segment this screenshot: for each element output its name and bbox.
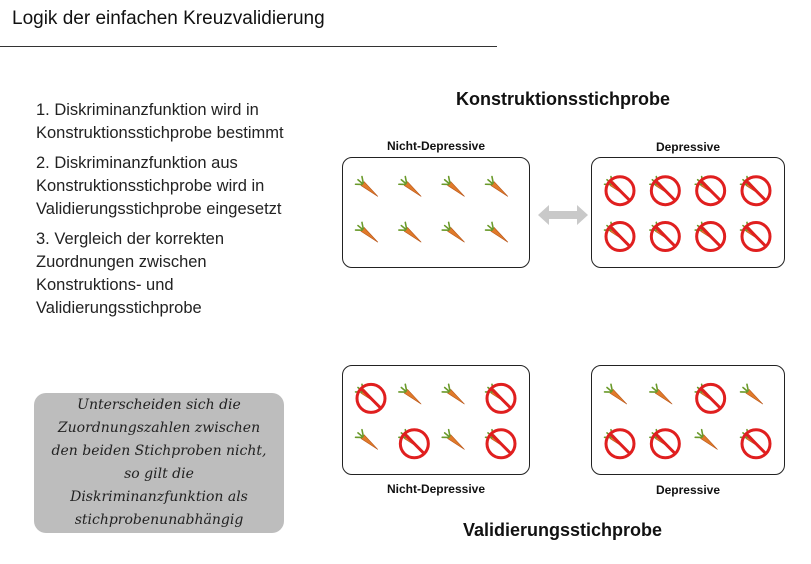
validation-right-label: Depressive bbox=[655, 483, 721, 497]
step-2: 2. Diskriminanzfunktion aus Konstruktion… bbox=[36, 154, 282, 218]
crossed-carrot-icon bbox=[354, 382, 387, 414]
step-3: 3. Vergleich der korrekten Zuordnungen z… bbox=[36, 230, 225, 317]
carrot-icon bbox=[354, 221, 379, 243]
step-1: 1. Diskriminanzfunktion wird in Konstruk… bbox=[36, 101, 284, 142]
crossed-carrot-icon bbox=[603, 175, 636, 207]
crossed-carrot-icon bbox=[694, 382, 727, 414]
sample-icons bbox=[603, 175, 772, 252]
carrot-icon bbox=[398, 221, 422, 243]
crossed-carrot-icon bbox=[398, 428, 430, 460]
carrot-icon bbox=[398, 383, 422, 405]
carrot-icon bbox=[649, 383, 673, 405]
validation-heading: Validierungsstichprobe bbox=[463, 520, 663, 540]
double-arrow-icon bbox=[538, 205, 588, 225]
carrot-icon bbox=[484, 175, 509, 197]
validation-depressive-box bbox=[591, 365, 785, 475]
crossed-carrot-icon bbox=[739, 428, 772, 460]
carrot-icon bbox=[603, 383, 628, 405]
crossed-carrot-icon bbox=[649, 428, 681, 460]
crossed-carrot-icon bbox=[694, 220, 727, 252]
sample-icons bbox=[354, 382, 517, 460]
carrot-icon bbox=[441, 221, 465, 243]
carrot-icon bbox=[484, 221, 509, 243]
construction-left-label: Nicht-Depressive bbox=[386, 139, 486, 153]
carrot-icon bbox=[441, 383, 465, 405]
crossed-carrot-icon bbox=[739, 220, 772, 252]
crossed-carrot-icon bbox=[649, 220, 681, 252]
crossed-carrot-icon bbox=[484, 382, 517, 414]
conclusion-note-text: Unterscheiden sich die Zuordnungszahlen … bbox=[51, 397, 267, 528]
construction-depressive-box bbox=[591, 157, 785, 268]
title-divider bbox=[0, 46, 497, 47]
carrot-icon bbox=[441, 175, 465, 197]
crossed-carrot-icon bbox=[649, 175, 681, 207]
carrot-icon bbox=[441, 428, 465, 450]
sample-icons bbox=[603, 382, 772, 460]
crossed-carrot-icon bbox=[739, 175, 772, 207]
carrot-icon bbox=[354, 428, 379, 450]
carrot-icon bbox=[398, 175, 422, 197]
steps-list: 1. Diskriminanzfunktion wird in Konstruk… bbox=[36, 99, 306, 327]
page-title: Logik der einfachen Kreuzvalidierung bbox=[12, 8, 325, 29]
crossed-carrot-icon bbox=[603, 220, 636, 252]
crossed-carrot-icon bbox=[484, 428, 517, 460]
validation-left-label: Nicht-Depressive bbox=[386, 482, 486, 496]
carrot-icon bbox=[694, 428, 718, 450]
validation-non-depressive-box bbox=[342, 365, 530, 475]
sample-icons bbox=[354, 175, 509, 243]
construction-right-label: Depressive bbox=[655, 140, 721, 154]
crossed-carrot-icon bbox=[603, 428, 636, 460]
carrot-icon bbox=[739, 383, 764, 405]
crossed-carrot-icon bbox=[694, 175, 727, 207]
construction-heading: Konstruktionsstichprobe bbox=[456, 89, 671, 109]
conclusion-note: Unterscheiden sich die Zuordnungszahlen … bbox=[34, 393, 284, 533]
construction-non-depressive-box bbox=[342, 157, 530, 268]
carrot-icon bbox=[354, 175, 379, 197]
